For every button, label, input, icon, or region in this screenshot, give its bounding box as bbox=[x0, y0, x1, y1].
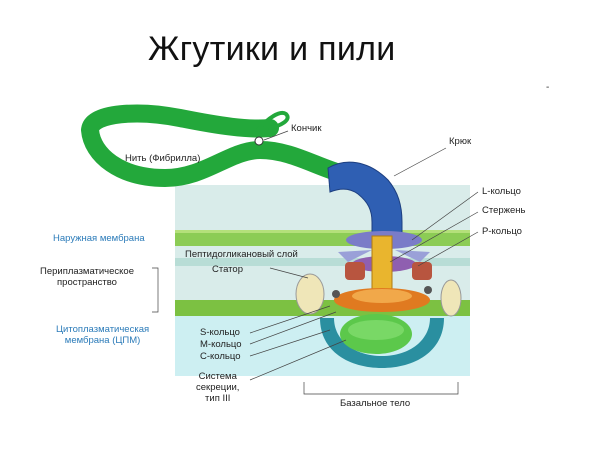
stator-left bbox=[295, 262, 365, 315]
corner-mark: - bbox=[546, 82, 550, 93]
stator-label: Статор bbox=[212, 264, 243, 275]
tip-label: Кончик bbox=[291, 123, 322, 134]
l-ring-label: L-кольцо bbox=[482, 186, 521, 197]
c-ring bbox=[320, 318, 444, 368]
peptidoglycan-label: Пептидогликановый слой bbox=[185, 249, 298, 260]
hook-label: Крюк bbox=[449, 136, 472, 147]
s-ring-label: S-кольцо bbox=[200, 327, 240, 338]
cytoplasmic-membrane-label: Цитоплазматическая мембрана (ЦПМ) bbox=[56, 324, 150, 346]
m-ring-label: М-кольцо bbox=[200, 339, 242, 350]
stator-right bbox=[412, 262, 462, 317]
outer-membrane-label: Наружная мембрана bbox=[53, 233, 145, 244]
periplasm-label: Периплазматическое пространство bbox=[40, 266, 134, 288]
slide-title: Жгутики и пили bbox=[148, 30, 396, 68]
rod-label: Стержень bbox=[482, 205, 526, 216]
filament bbox=[80, 104, 379, 188]
outer-membrane-band bbox=[175, 232, 470, 246]
p-ring-label: P-кольцо bbox=[482, 226, 522, 237]
filament-label: Нить (Фибрилла) bbox=[125, 153, 201, 164]
c-ring-label: С-кольцо bbox=[200, 351, 241, 362]
basal-body-label: Базальное тело bbox=[340, 398, 411, 409]
secretion-label: Система секреции, тип III bbox=[196, 371, 240, 404]
